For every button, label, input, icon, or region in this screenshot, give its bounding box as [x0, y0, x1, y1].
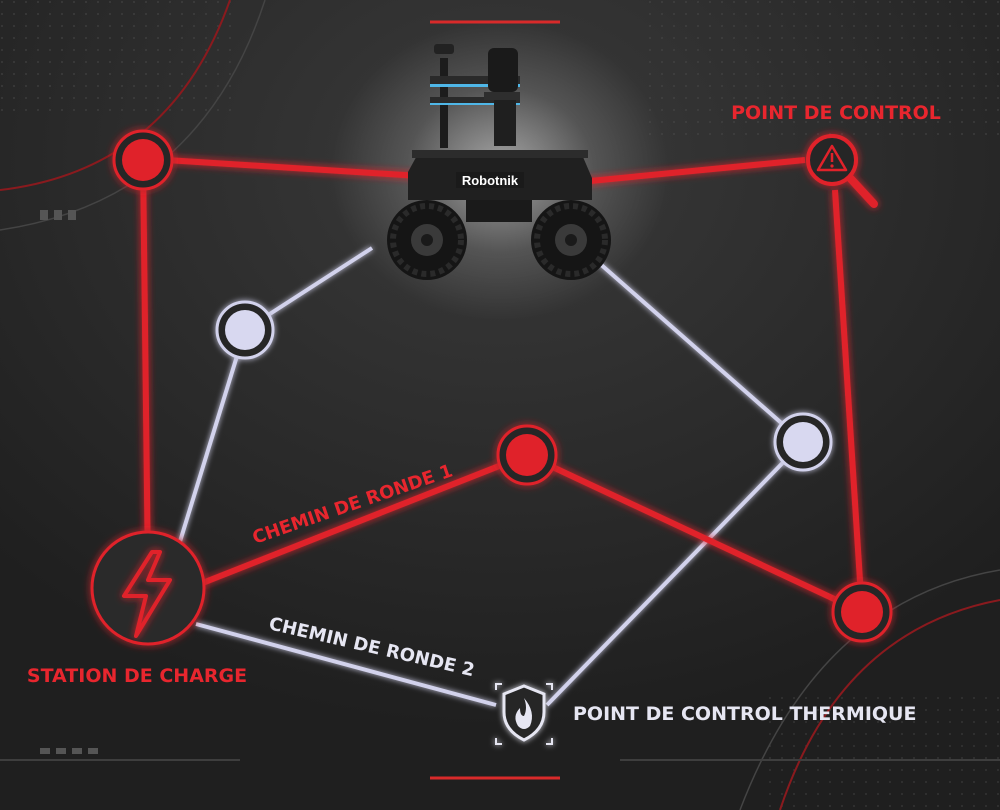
route-2-lines	[176, 246, 805, 707]
waypoint-node-top-left	[112, 129, 174, 191]
waypoint-node-bottom-right	[831, 581, 893, 643]
charging-station-label: STATION DE CHARGE	[27, 665, 247, 687]
charging-station-node	[90, 530, 206, 646]
robot-wheel-left	[387, 200, 467, 280]
robot-illustration: Robotnik	[387, 44, 611, 280]
control-point-label: POINT DE CONTROL	[731, 102, 941, 124]
waypoint-node-left	[215, 300, 275, 360]
robot-wheel-right	[531, 200, 611, 280]
thermal-control-point-label: POINT DE CONTROL THERMIQUE	[573, 703, 916, 725]
waypoint-node-right	[773, 412, 833, 472]
warning-magnifier-icon	[806, 134, 878, 208]
route-1-lines	[140, 157, 865, 615]
dot-pattern-top-right	[640, 0, 1000, 140]
dot-pattern-bottom-right	[760, 690, 1000, 810]
flame-shield-icon	[495, 683, 553, 745]
decor-arc-bottom-right-2	[739, 569, 1000, 810]
waypoint-node-center	[496, 424, 558, 486]
robot-brand-label: Robotnik	[462, 173, 519, 188]
decor-dashes-left	[40, 210, 98, 754]
lightning-bolt-icon	[122, 550, 172, 638]
decor-arc-bottom-right	[779, 599, 1000, 810]
dot-pattern-top-left	[0, 0, 240, 120]
